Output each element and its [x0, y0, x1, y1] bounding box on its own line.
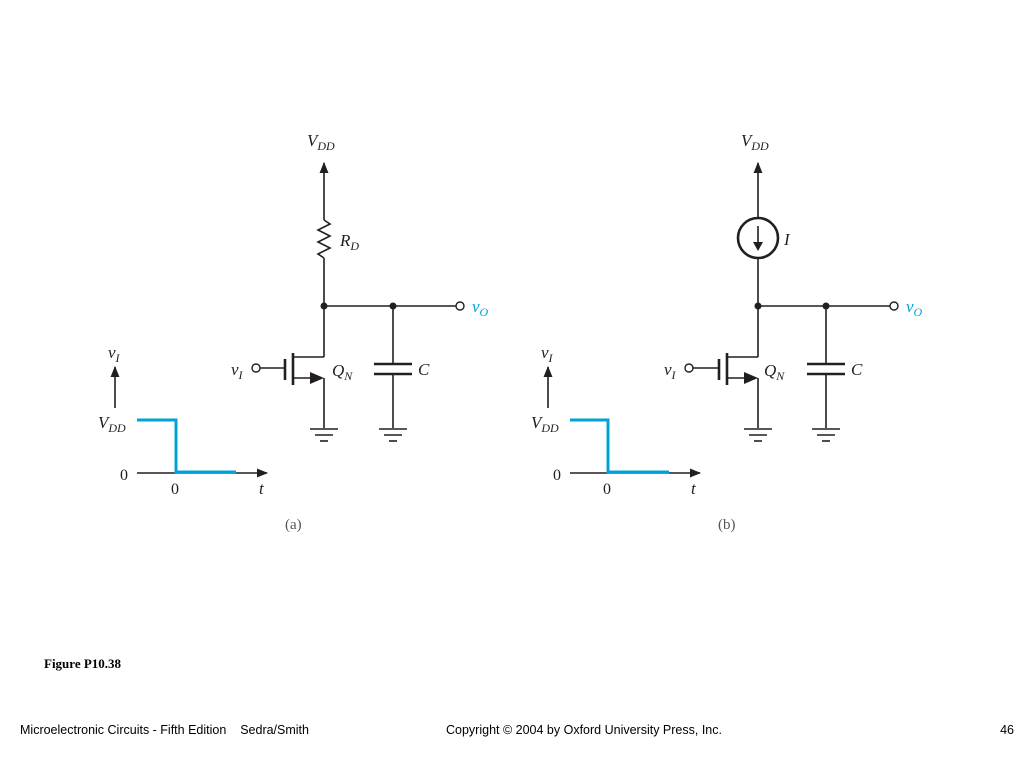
- input-waveform-b: vI VDD 0 0 t: [531, 343, 702, 498]
- ground-source-b: [744, 428, 772, 442]
- svg-text:vI: vI: [541, 343, 554, 365]
- output-label-a: vO: [472, 297, 489, 319]
- panel-b: VDD I vO C: [531, 131, 923, 533]
- panel-caption-b: (b): [718, 517, 736, 533]
- panel-caption-a: (a): [285, 517, 302, 533]
- svg-text:0: 0: [553, 467, 561, 484]
- output-terminal-b: [889, 301, 899, 311]
- svg-text:0: 0: [120, 467, 128, 484]
- supply-label-a: VDD: [307, 131, 335, 153]
- footer-copyright: Copyright © 2004 by Oxford University Pr…: [446, 723, 722, 737]
- footer-page-number: 46: [1000, 723, 1014, 737]
- supply-label-b: VDD: [741, 131, 769, 153]
- input-terminal-b: [684, 363, 694, 373]
- ground-source-a: [310, 428, 338, 442]
- current-source-label-b: I: [783, 230, 791, 249]
- current-source-b: [736, 216, 780, 260]
- capacitor-label-a: C: [418, 360, 430, 379]
- node-dot-b1: [754, 302, 762, 310]
- capacitor-label-b: C: [851, 360, 863, 379]
- ground-cap-b: [812, 428, 840, 442]
- nmos-transistor-b: [717, 353, 759, 428]
- transistor-label-a: QN: [332, 361, 353, 383]
- figure-caption: Figure P10.38: [44, 656, 122, 671]
- svg-text:VDD: VDD: [531, 413, 559, 435]
- svg-text:0: 0: [171, 481, 179, 498]
- input-waveform-a: vI VDD 0 0 t: [98, 343, 269, 498]
- svg-text:0: 0: [603, 481, 611, 498]
- panel-a: VDD RD vO C vI: [98, 131, 489, 533]
- svg-text:VDD: VDD: [98, 413, 126, 435]
- svg-text:vI: vI: [108, 343, 121, 365]
- node-dot-a1: [320, 302, 328, 310]
- svg-text:t: t: [259, 479, 265, 498]
- ground-cap-a: [379, 428, 407, 442]
- svg-text:t: t: [691, 479, 697, 498]
- input-terminal-a: [251, 363, 261, 373]
- input-label-b: vI: [664, 360, 677, 382]
- input-label-a: vI: [231, 360, 244, 382]
- output-label-b: vO: [906, 297, 923, 319]
- output-terminal-a: [455, 301, 465, 311]
- footer-book-title: Microelectronic Circuits - Fifth Edition…: [20, 723, 309, 737]
- transistor-label-b: QN: [764, 361, 785, 383]
- nmos-transistor-a: [283, 353, 325, 428]
- resistor-label-a: RD: [339, 231, 359, 253]
- resistor-rd-a: [316, 219, 332, 259]
